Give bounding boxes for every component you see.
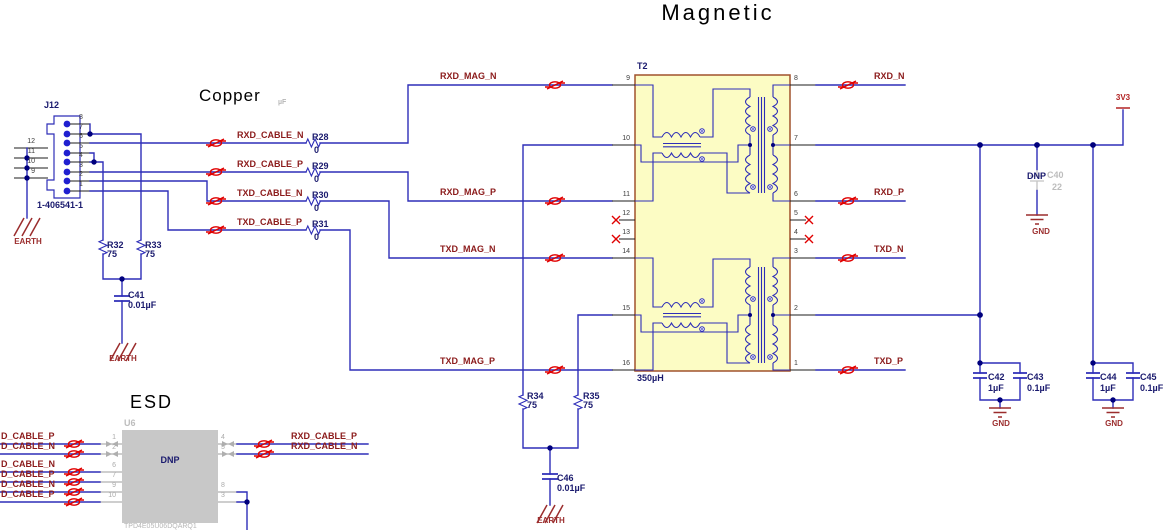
- capacitors: [114, 144, 1140, 480]
- earth-symbol: [109, 342, 137, 362]
- resistors: [97, 137, 584, 410]
- t2-transformer: [611, 74, 816, 372]
- earth-symbol: [13, 217, 41, 237]
- wires-left: [89, 84, 613, 506]
- no-connect-icon: [804, 234, 814, 244]
- u6-esd-chip: [0, 430, 369, 530]
- no-connect-icon: [611, 234, 621, 244]
- j12-pin-circles: [63, 120, 71, 195]
- u6-pin-clamp-icons: [106, 441, 234, 457]
- j12-connector: [13, 115, 90, 237]
- no-connect-icon: [611, 215, 621, 225]
- junction-dots: [24, 131, 1116, 505]
- gnd-symbol: [1025, 214, 1049, 225]
- ground-symbols: [109, 214, 1125, 524]
- gnd-symbol: [988, 407, 1012, 418]
- wires-right: [815, 84, 1124, 371]
- t2-internal-windings: [635, 84, 790, 371]
- gnd-symbol: [1101, 407, 1125, 418]
- no-connect-icon: [804, 215, 814, 225]
- earth-symbol: [536, 504, 564, 524]
